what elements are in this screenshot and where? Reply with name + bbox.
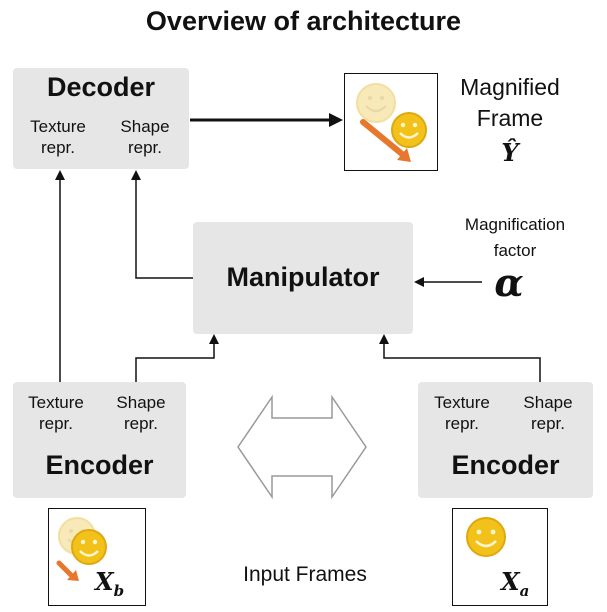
input-b-subscript: b [113,581,125,600]
encoder-left-shape-label: Shape repr. [116,393,166,433]
encoder-left-label: Encoder [45,450,154,480]
input-a-x: X [501,567,520,596]
right-shape-to-manipulator-arrow [379,334,541,382]
input-a-subscript: a [519,581,530,600]
left-shape-to-manipulator-arrow [135,334,219,382]
smiley-icon [391,112,427,148]
encoder-left-texture-label: Texture repr. [28,393,84,433]
magnified-frame-label: Magnified Frame [460,74,560,131]
encoder-right-shape-label: Shape repr. [523,393,573,433]
smiley-magnified-graphic [356,83,427,162]
orange-motion-arrow-icon [56,560,79,581]
magnified-frame-symbol: Ŷ [501,138,519,167]
manipulator-box: Manipulator [193,222,413,334]
magnified-frame-image [344,73,438,171]
decoder-box: Decoder Texture repr. Shape repr. [13,68,189,169]
smiley-b-graphic [56,517,107,581]
magnification-symbol: α [494,260,524,305]
encoder-right-box: Texture repr. Shape repr. Encoder [418,382,593,498]
encoder-left-box: Texture repr. Shape repr. Encoder [13,382,186,498]
orange-motion-arrow-icon [360,119,411,162]
decoder-texture-label: Texture repr. [30,117,86,157]
decoder-label: Decoder [46,72,156,102]
encoder-right-texture-label: Texture repr. [434,393,490,433]
input-frame-a: Xa [452,508,548,606]
shared-label: Shared [274,437,330,456]
input-a-symbol: Xa [501,567,529,600]
manipulator-to-decoder-arrow [131,170,193,279]
smiley-icon [466,517,506,557]
manipulator-label: Manipulator [226,262,380,292]
magnification-factor-label: Magnification factor [464,215,566,260]
input-frames-label: Input Frames [243,563,367,586]
input-frame-b: Xb [48,508,146,606]
smiley-icon [71,529,107,565]
input-b-symbol: Xb [95,567,124,600]
smiley-a-graphic [466,517,506,557]
faded-smiley-icon [356,83,396,123]
decoder-shape-label: Shape repr. [120,117,170,157]
encoder-right-label: Encoder [451,450,560,480]
diagram-title: Overview of architecture [145,6,462,36]
input-b-x: X [95,567,114,596]
